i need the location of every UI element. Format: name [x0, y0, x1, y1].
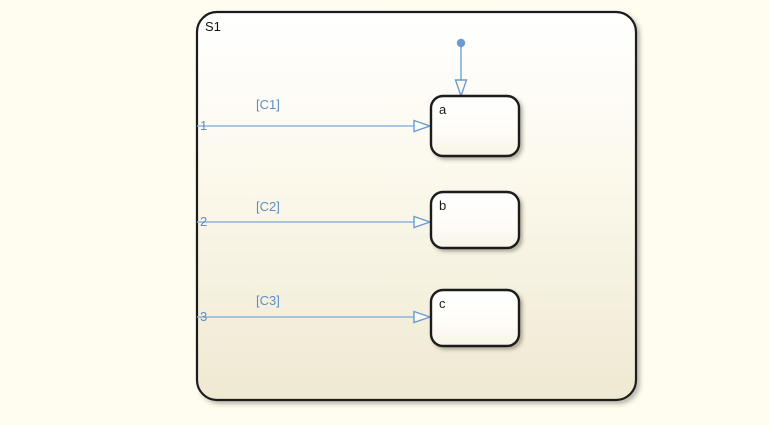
- default-transition-dot[interactable]: [456, 38, 466, 48]
- transition-2-condition-label[interactable]: [C2]: [256, 199, 280, 214]
- transition-2-order-label[interactable]: 2: [200, 214, 208, 229]
- transition-1-arrowhead: [413, 119, 433, 133]
- default-transition-arrowhead: [454, 79, 468, 99]
- transition-3-condition-label[interactable]: [C3]: [256, 293, 280, 308]
- transition-3-order-label[interactable]: 3: [200, 309, 208, 324]
- state-a[interactable]: [429, 94, 521, 158]
- superstate-s1[interactable]: [195, 10, 638, 402]
- state-c-box[interactable]: [429, 288, 521, 348]
- state-a-label: a: [439, 102, 447, 117]
- default-transition[interactable]: [454, 38, 468, 99]
- transition-3-arrowhead: [413, 310, 433, 324]
- state-c[interactable]: [429, 288, 521, 348]
- transition-1[interactable]: [197, 119, 433, 133]
- transition-1-condition-label[interactable]: [C1]: [256, 97, 280, 112]
- transition-2[interactable]: [197, 215, 433, 229]
- state-b[interactable]: [429, 190, 521, 250]
- state-b-label: b: [439, 198, 447, 213]
- transition-2-arrowhead: [413, 215, 433, 229]
- state-a-box[interactable]: [429, 94, 521, 158]
- transition-3[interactable]: [197, 310, 433, 324]
- state-b-box[interactable]: [429, 190, 521, 250]
- state-c-label: c: [439, 296, 446, 311]
- superstate-s1-label: S1: [205, 19, 221, 34]
- superstate-s1-box[interactable]: [195, 10, 638, 402]
- transition-1-order-label[interactable]: 1: [200, 118, 208, 133]
